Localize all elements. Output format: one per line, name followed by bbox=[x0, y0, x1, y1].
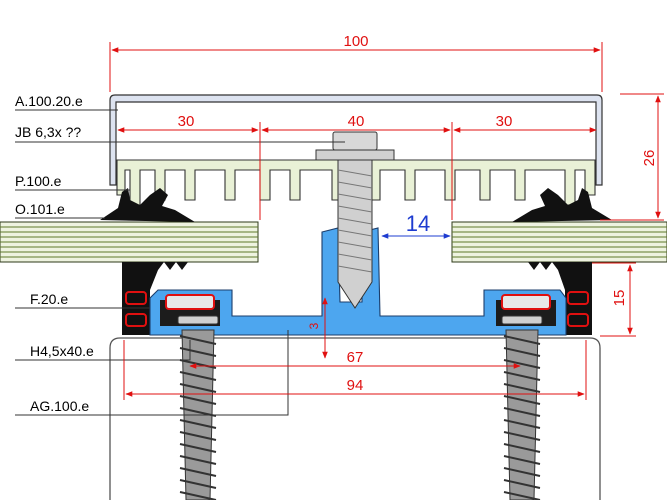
dim-text-base-width: 94 bbox=[347, 377, 364, 394]
dim-text-gasket-height: 15 bbox=[611, 290, 628, 307]
bottom-screw-left bbox=[177, 315, 219, 500]
dim-gasket-height bbox=[592, 262, 636, 337]
glass-pane-left bbox=[0, 221, 259, 263]
dim-text-overall-width: 100 bbox=[343, 33, 368, 50]
base-profile-outline bbox=[109, 337, 601, 500]
outer-gasket-left bbox=[100, 188, 195, 222]
label-screw-bottom: H4,5x40.e bbox=[30, 343, 94, 359]
label-base-profile: AG.100.e bbox=[30, 398, 89, 414]
cover-profile bbox=[109, 94, 603, 186]
leader-lines bbox=[15, 109, 345, 416]
dim-text-right-span: 30 bbox=[496, 113, 513, 130]
dim-base-width bbox=[123, 340, 587, 400]
dim-text-cover-height: 26 bbox=[641, 150, 658, 167]
dim-text-left-span: 30 bbox=[178, 113, 195, 130]
dim-spans bbox=[117, 122, 597, 220]
outer-gasket-right bbox=[512, 188, 612, 222]
label-gasket-outer: O.101.e bbox=[15, 201, 65, 217]
label-screw-top: JB 6,3x ?? bbox=[15, 124, 81, 140]
dim-text-gap: 14 bbox=[406, 211, 430, 236]
dim-text-base-thickness: 3 bbox=[307, 322, 321, 329]
dim-overall-width bbox=[109, 42, 603, 92]
label-cover-profile: A.100.20.e bbox=[15, 93, 83, 109]
dim-cover-height bbox=[600, 93, 664, 221]
bottom-gasket-left bbox=[122, 262, 188, 335]
bottom-gasket-right bbox=[528, 262, 592, 335]
bottom-screw-right bbox=[501, 315, 543, 500]
label-pressure-profile: P.100.e bbox=[15, 173, 62, 189]
dim-text-screw-spacing: 67 bbox=[347, 349, 364, 366]
dim-text-center-span: 40 bbox=[348, 113, 365, 130]
label-gasket-bottom: F.20.e bbox=[30, 291, 68, 307]
glass-pane-right bbox=[451, 221, 667, 263]
